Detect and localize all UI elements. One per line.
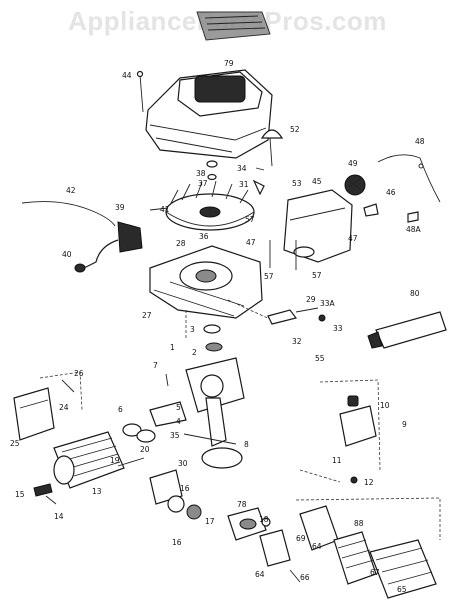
part-label-35: 35: [170, 431, 180, 440]
part-label-67: 67: [370, 568, 380, 577]
part-label-57: 57: [245, 215, 255, 224]
part-label-38: 38: [196, 169, 206, 178]
part-label-31: 31: [239, 180, 249, 189]
part-label-46: 46: [386, 188, 396, 197]
part-label-52: 52: [290, 125, 300, 134]
part-label-48: 48: [415, 137, 425, 146]
shroud-assembly: [136, 11, 284, 167]
part-label-88: 88: [354, 519, 364, 528]
part-label-6: 6: [118, 405, 123, 414]
part-label-34: 34: [237, 164, 247, 173]
part-label-79: 79: [224, 59, 234, 68]
part-label-16: 16: [180, 484, 190, 493]
part-label-13: 13: [92, 487, 102, 496]
part-label-53: 53: [292, 179, 302, 188]
carburetor-assembly: [149, 469, 271, 541]
part-label-57: 57: [264, 272, 274, 281]
part-label-47: 47: [348, 234, 358, 243]
part-label-69: 69: [296, 534, 306, 543]
part-label-4: 4: [176, 417, 181, 426]
part-label-11: 11: [332, 456, 342, 465]
part-label-8: 8: [244, 440, 249, 449]
part-label-33a: 33A: [320, 299, 336, 308]
part-label-45: 45: [312, 177, 322, 186]
part-label-55: 55: [315, 354, 325, 363]
part-label-44: 44: [122, 71, 132, 80]
muffler: [13, 371, 83, 441]
part-label-2: 2: [192, 348, 197, 357]
part-label-18: 18: [259, 515, 269, 524]
part-label-5: 5: [176, 403, 181, 412]
part-label-36: 36: [199, 232, 209, 241]
part-label-3: 3: [190, 325, 195, 334]
fuel-tank-assembly: [269, 154, 441, 270]
part-label-32: 32: [292, 337, 302, 346]
part-label-57: 57: [312, 271, 322, 280]
engine-block-assembly: [122, 324, 245, 469]
ignition-assembly: [21, 201, 169, 273]
part-label-27: 27: [142, 311, 152, 320]
part-label-78: 78: [237, 500, 247, 509]
part-label-1: 1: [170, 343, 175, 352]
part-label-80: 80: [410, 289, 420, 298]
primer-assembly: [299, 379, 381, 484]
part-label-37: 37: [198, 179, 208, 188]
part-label-10: 10: [380, 401, 390, 410]
part-label-28: 28: [176, 239, 186, 248]
part-label-64: 64: [312, 542, 322, 551]
part-label-15: 15: [15, 490, 25, 499]
throttle-parts: [267, 307, 326, 325]
part-label-17: 17: [205, 517, 215, 526]
part-label-65: 65: [397, 585, 407, 594]
part-label-16: 16: [172, 538, 182, 547]
part-label-40: 40: [62, 250, 72, 259]
part-label-12: 12: [364, 478, 374, 487]
part-label-47: 47: [246, 238, 256, 247]
part-label-42: 42: [66, 186, 76, 195]
part-label-41: 41: [160, 205, 170, 214]
grease-tube: [367, 311, 447, 349]
part-label-7: 7: [153, 361, 158, 370]
part-label-48a: 48A: [406, 225, 422, 234]
part-label-30: 30: [178, 459, 188, 468]
air-filter-assembly: [259, 497, 441, 599]
part-label-26: 26: [74, 369, 84, 378]
part-label-24: 24: [59, 403, 69, 412]
part-label-33: 33: [333, 324, 343, 333]
part-label-14: 14: [54, 512, 64, 521]
part-label-49: 49: [348, 159, 358, 168]
crankcase: [149, 245, 273, 340]
part-label-25: 25: [10, 439, 20, 448]
cylinder: [33, 431, 145, 505]
flywheel: [165, 160, 265, 231]
part-label-9: 9: [402, 420, 407, 429]
part-label-19: 19: [110, 456, 120, 465]
part-label-39: 39: [115, 203, 125, 212]
part-label-64: 64: [255, 570, 265, 579]
part-label-29: 29: [306, 295, 316, 304]
part-label-20: 20: [140, 445, 150, 454]
part-label-66: 66: [300, 573, 310, 582]
